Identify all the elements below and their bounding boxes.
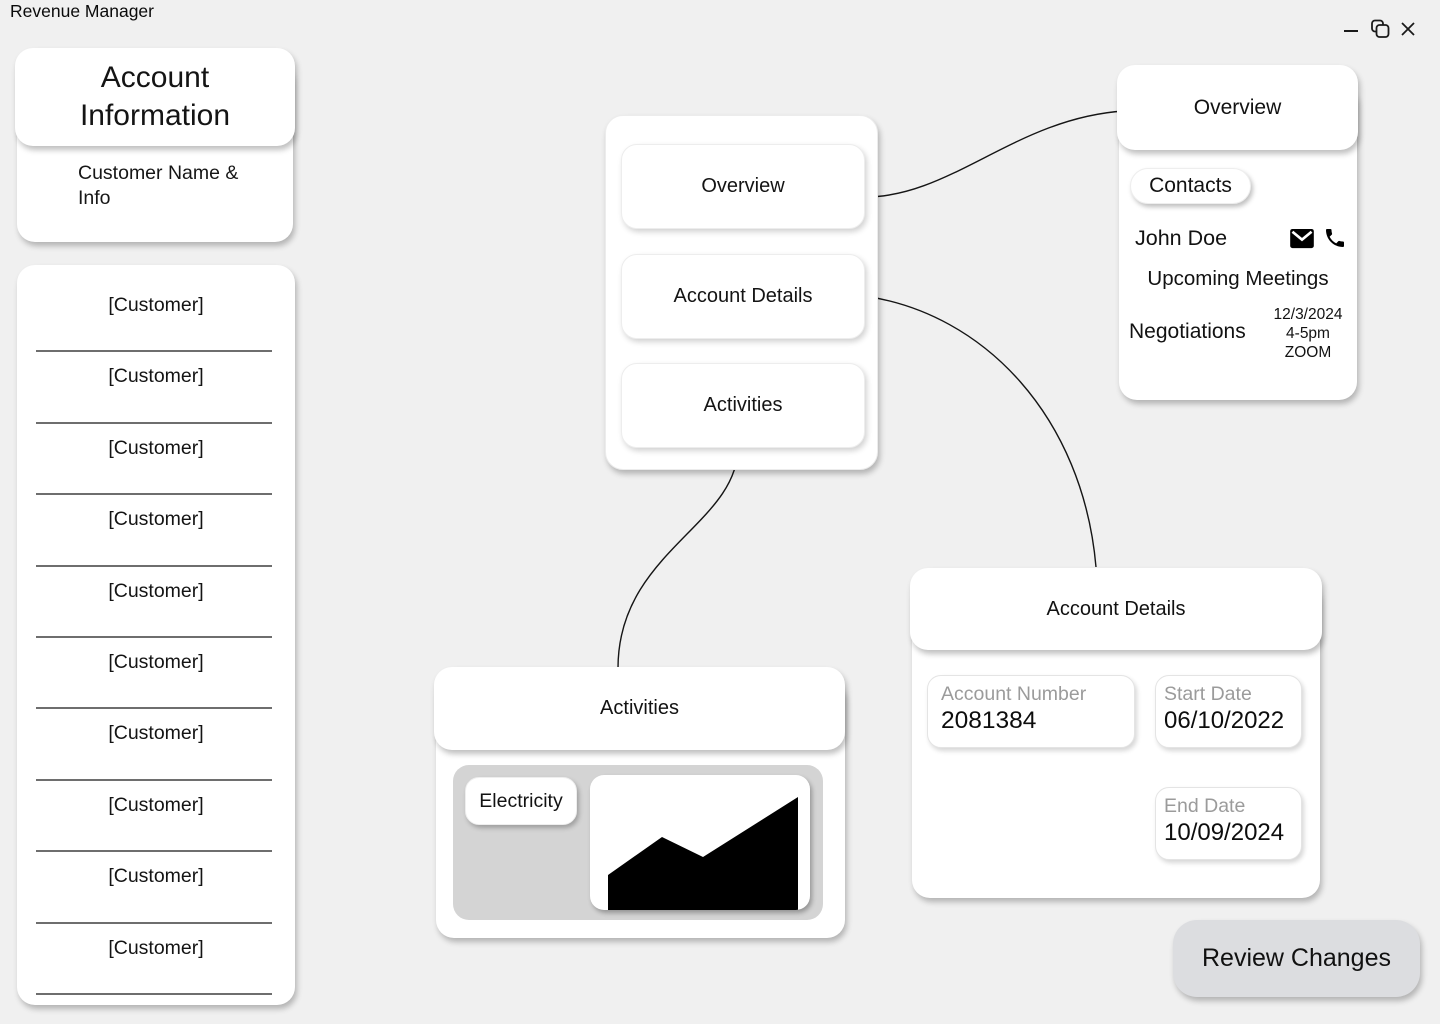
activity-chart-shape: [608, 797, 798, 910]
account-information-title: Account Information: [79, 61, 231, 132]
customer-label: [Customer]: [108, 579, 204, 602]
list-divider: [36, 707, 272, 710]
customer-label: [Customer]: [108, 294, 204, 316]
account-number-value: 2081384: [941, 707, 1037, 734]
list-divider: [36, 493, 272, 496]
phone-button[interactable]: [1323, 226, 1347, 255]
minimize-button[interactable]: [1340, 18, 1362, 40]
area-chart-icon: [608, 797, 798, 910]
overview-panel-title: Overview: [1193, 95, 1282, 119]
review-changes-button[interactable]: Review Changes: [1173, 920, 1420, 997]
end-date-label: End Date: [1164, 795, 1246, 817]
nav-account-details-label: Account Details: [673, 285, 813, 307]
nav-card: Overview Account Details Activities: [605, 115, 878, 470]
customer-name-info-label: Customer Name & Info: [78, 162, 239, 209]
phone-icon: [1326, 229, 1344, 247]
meeting-date: 12/3/2024: [1273, 306, 1343, 323]
activities-panel-title: Activities: [600, 697, 679, 719]
customer-list-item[interactable]: [Customer]: [17, 781, 295, 853]
overview-panel-header: Overview: [1117, 65, 1358, 150]
customer-label: [Customer]: [108, 508, 204, 531]
customer-list-item[interactable]: [Customer]: [17, 281, 295, 353]
minimize-icon: [1344, 30, 1358, 32]
electricity-label: Electricity: [479, 789, 563, 812]
start-date-value: 06/10/2022: [1164, 707, 1285, 734]
restore-button[interactable]: [1369, 18, 1391, 40]
nav-overview-button[interactable]: Overview: [621, 144, 865, 229]
customer-label: [Customer]: [108, 722, 204, 745]
end-date-value: 10/09/2024: [1164, 819, 1285, 846]
list-divider: [36, 992, 272, 995]
list-divider: [36, 635, 272, 638]
customer-list-item[interactable]: [Customer]: [17, 495, 295, 567]
contact-name: John Doe: [1135, 226, 1228, 250]
customer-list-item[interactable]: [Customer]: [17, 924, 295, 995]
customer-label: [Customer]: [108, 936, 204, 959]
electricity-chip[interactable]: Electricity: [465, 777, 577, 825]
details-panel-body: Account Number 2081384 Start Date 06/10/…: [912, 582, 1320, 898]
nav-activities-button[interactable]: Activities: [621, 363, 865, 448]
connector-overview: [861, 110, 1125, 198]
customer-list-item[interactable]: [Customer]: [17, 852, 295, 924]
email-icon: [1290, 228, 1314, 249]
activity-panel: Electricity: [453, 765, 823, 920]
list-divider: [36, 564, 272, 567]
restore-icon: [1371, 19, 1390, 38]
nav-overview-label: Overview: [701, 175, 785, 197]
customer-list: [Customer] [Customer] [Customer] [Customer]…: [17, 265, 295, 1005]
list-divider: [36, 778, 272, 781]
customer-list-item[interactable]: [Customer]: [17, 567, 295, 638]
connector-account-details: [863, 295, 1097, 568]
list-divider: [36, 350, 272, 353]
start-date-label: Start Date: [1164, 683, 1252, 705]
contacts-label: Contacts: [1149, 174, 1232, 197]
meeting-platform: ZOOM: [1284, 344, 1332, 361]
account-number-field[interactable]: Account Number 2081384: [927, 675, 1135, 748]
details-panel-title: Account Details: [1046, 597, 1186, 620]
activity-chart: [590, 775, 810, 910]
customer-label: [Customer]: [108, 436, 204, 459]
customer-label: [Customer]: [108, 865, 204, 888]
nav-activities-label: Activities: [703, 394, 783, 416]
account-information-header: Account Information: [15, 48, 295, 146]
details-panel-header: Account Details: [910, 568, 1322, 650]
activities-panel-header: Activities: [434, 667, 845, 750]
customer-label: [Customer]: [108, 793, 204, 816]
start-date-field[interactable]: Start Date 06/10/2022: [1155, 675, 1302, 748]
upcoming-meetings-heading: Upcoming Meetings: [1147, 267, 1329, 290]
contacts-button[interactable]: Contacts: [1130, 168, 1251, 204]
customer-list-item[interactable]: [Customer]: [17, 638, 295, 710]
nav-account-details-button[interactable]: Account Details: [621, 254, 865, 339]
meeting-time: 4-5pm: [1286, 325, 1330, 342]
customer-list-item[interactable]: [Customer]: [17, 709, 295, 781]
review-changes-label: Review Changes: [1202, 944, 1391, 972]
meeting-name: Negotiations: [1129, 320, 1246, 343]
customer-list-item[interactable]: [Customer]: [17, 424, 295, 496]
email-button[interactable]: [1288, 225, 1316, 257]
end-date-field[interactable]: End Date 10/09/2024: [1155, 787, 1302, 860]
connector-activities: [617, 446, 739, 669]
window-title: Revenue Manager: [10, 1, 154, 21]
account-number-label: Account Number: [941, 683, 1087, 705]
customer-list-item[interactable]: [Customer]: [17, 352, 295, 424]
meeting-details: 12/3/2024 4-5pm ZOOM: [1262, 305, 1354, 362]
list-divider: [36, 921, 272, 924]
list-divider: [36, 850, 272, 853]
list-divider: [36, 421, 272, 424]
customer-label: [Customer]: [108, 650, 204, 673]
customer-label: [Customer]: [108, 365, 204, 388]
close-icon: [1401, 22, 1415, 36]
close-button[interactable]: [1397, 18, 1419, 40]
